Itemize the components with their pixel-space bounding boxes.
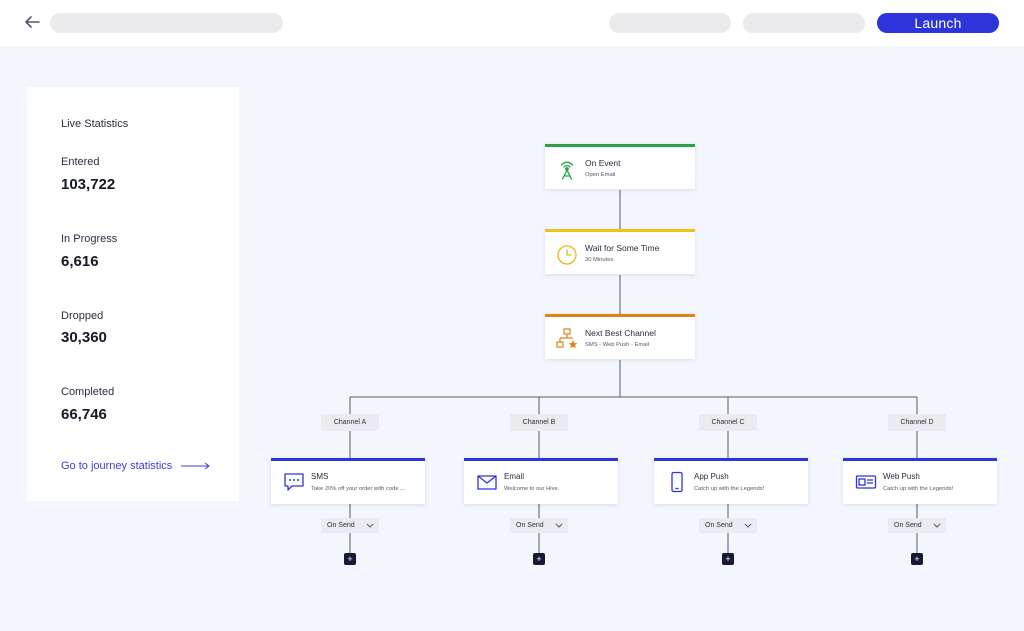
web-push-node[interactable]: Web Push Catch up with the Legends! [843,458,997,504]
stat-value-entered: 103,722 [61,176,116,193]
sms-chat-icon [284,473,304,491]
toolbar-placeholder-1[interactable] [609,13,731,33]
clock-icon [557,245,577,265]
node-title: Next Best Channel [585,328,656,338]
node-subtitle: Open Email [585,172,616,178]
on-event-node[interactable]: On Event Open Email [545,144,695,189]
envelope-icon [477,475,497,490]
add-step-button-c[interactable]: + [722,553,734,565]
channel-message: Catch up with the Legends! [694,486,765,492]
channel-c-label: Channel C [699,414,757,431]
back-arrow-icon[interactable] [22,12,42,32]
add-step-button-a[interactable]: + [344,553,356,565]
on-send-label: On Send [327,522,355,529]
journey-statistics-link-label: Go to journey statistics [61,460,173,472]
node-title: Wait for Some Time [585,243,660,253]
node-subtitle: SMS - Web Push - Email [585,342,649,348]
chevron-down-icon [744,523,752,528]
on-send-label: On Send [516,522,544,529]
smartphone-icon [671,471,683,493]
broadcast-icon [560,161,574,180]
on-send-label: On Send [705,522,733,529]
stat-value-in-progress: 6,616 [61,253,99,270]
live-statistics-panel: Live Statistics Entered 103,722 In Progr… [27,87,239,501]
top-bar: Launch [0,0,1024,46]
on-send-label: On Send [894,522,922,529]
channel-message: Take 20% off your order with code ... [311,486,405,492]
add-step-button-b[interactable]: + [533,553,545,565]
add-step-button-d[interactable]: + [911,553,923,565]
channel-title: App Push [694,472,729,481]
next-best-channel-node[interactable]: Next Best Channel SMS - Web Push - Email [545,314,695,359]
stats-title: Live Statistics [61,118,129,130]
stat-label-in-progress: In Progress [61,233,118,245]
toolbar-placeholder-2[interactable] [743,13,865,33]
channel-title: Web Push [883,472,920,481]
email-node[interactable]: Email Welcome to our Hive. [464,458,618,504]
on-send-dropdown-d[interactable]: On Send [888,518,946,533]
node-subtitle: 30 Minutes [585,257,614,263]
wait-node[interactable]: Wait for Some Time 30 Minutes [545,229,695,274]
stat-value-completed: 66,746 [61,406,107,423]
channel-d-label: Channel D [888,414,946,431]
app-push-node[interactable]: App Push Catch up with the Legends! [654,458,808,504]
channel-message: Welcome to our Hive. [504,486,560,492]
channel-title: SMS [311,472,329,481]
stat-label-entered: Entered [61,156,100,168]
browser-card-icon [855,475,877,489]
channel-a-label: Channel A [321,414,379,431]
sms-node[interactable]: SMS Take 20% off your order with code ..… [271,458,425,504]
chevron-down-icon [933,523,941,528]
channel-tree-icon [556,328,578,349]
channel-b-label: Channel B [510,414,568,431]
arrow-right-icon [181,462,211,470]
node-title: On Event [585,158,621,168]
journey-name-placeholder[interactable] [50,13,283,33]
channel-message: Catch up with the Legends! [883,486,954,492]
stat-label-dropped: Dropped [61,310,104,322]
on-send-dropdown-c[interactable]: On Send [699,518,757,533]
on-send-dropdown-b[interactable]: On Send [510,518,568,533]
channel-title: Email [504,472,525,481]
launch-button[interactable]: Launch [877,13,999,33]
journey-statistics-link[interactable]: Go to journey statistics [61,460,211,472]
chevron-down-icon [555,523,563,528]
on-send-dropdown-a[interactable]: On Send [321,518,379,533]
chevron-down-icon [366,523,374,528]
stat-label-completed: Completed [61,386,115,398]
stat-value-dropped: 30,360 [61,329,107,346]
